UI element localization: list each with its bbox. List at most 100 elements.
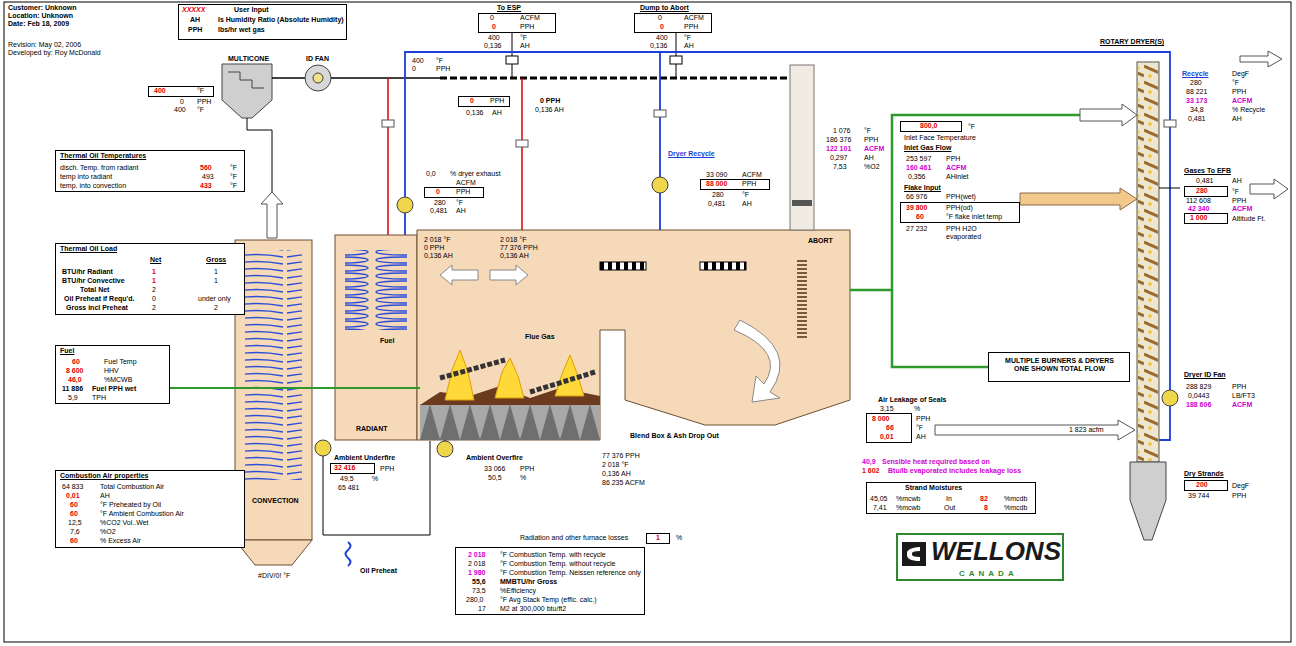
- label-text: ACFM: [1232, 401, 1252, 409]
- value-text: %mcwb: [896, 504, 921, 512]
- label-text: PPH: [1232, 383, 1246, 391]
- label-text: AH: [916, 433, 926, 441]
- label-text: °F: [916, 424, 923, 432]
- value-text: 2: [152, 286, 156, 294]
- value-text: %Efficiency: [500, 587, 536, 595]
- value-text: PPH: [188, 26, 202, 34]
- label-text: %: [676, 534, 682, 542]
- label-text: DegF: [1232, 482, 1249, 490]
- input-box: 280: [1184, 186, 1228, 197]
- label-text: Btu/lb evaporated includes leakage loss: [888, 467, 1021, 475]
- value-text: 66: [886, 424, 894, 432]
- value-text: °F Preheated by Oil: [100, 501, 161, 509]
- label-text: °F: [456, 199, 463, 207]
- label-text: °F: [520, 34, 527, 42]
- value-text: 64 833: [62, 483, 83, 491]
- label-text: 77 376 PPH: [602, 452, 640, 460]
- label-text: 77 376 PPH: [500, 244, 538, 252]
- value-text: ACFM: [684, 14, 704, 22]
- label-text: 0: [412, 65, 416, 73]
- label-text: Inlet Face Temperature: [904, 134, 976, 142]
- value-text: %CO2 Vol..Wet: [100, 519, 149, 527]
- label-text: PPH: [197, 98, 211, 106]
- label-text: 0,356: [908, 173, 926, 181]
- value-text: M2 at 300,000 btu/ft2: [500, 605, 566, 613]
- label-text: 33 066: [484, 465, 505, 473]
- value-text: 1 000: [1190, 214, 1208, 222]
- label-text: 280: [434, 199, 446, 207]
- label-text: MULTICONE: [228, 55, 269, 63]
- label-text: AH: [520, 42, 530, 50]
- value-text: %MCWB: [104, 376, 132, 384]
- value-text: %mcdb: [1004, 495, 1027, 503]
- value-text: °F Combustion Temp. Neissen reference on…: [500, 569, 641, 577]
- input-box: 39 800PPH(od)60°F flake inlet temp: [900, 202, 1020, 223]
- value-text: PPH: [490, 97, 504, 105]
- value-box: 0ACFM0PPH: [478, 13, 556, 33]
- value-text: Strand Moistures: [905, 484, 962, 492]
- value-text: 2 018: [468, 551, 486, 559]
- value-text: 2 018: [468, 560, 486, 568]
- label-text: AH: [492, 109, 502, 117]
- label-text: evaporated: [946, 233, 981, 241]
- label-text: PPH: [520, 465, 534, 473]
- value-text: Total Net: [80, 286, 109, 294]
- value-text: Total Combustion Air: [100, 483, 164, 491]
- value-text: Gross: [206, 256, 226, 264]
- label-text: ACFM: [1232, 97, 1252, 105]
- label-text: 50,5: [488, 474, 502, 482]
- label-text: Blend Box & Ash Drop Out: [630, 432, 719, 440]
- value-text: %O2: [100, 528, 116, 536]
- value-text: WELLONS: [931, 537, 1061, 565]
- value-text: 39 800: [906, 204, 927, 212]
- table-box: Combustion Air properties64 833Total Com…: [55, 470, 245, 548]
- label-text: AH: [1232, 115, 1242, 123]
- label-text: 86 235 ACFM: [602, 479, 645, 487]
- label-text: 3,15: [880, 405, 894, 413]
- label-text: Flue Gas: [525, 333, 555, 341]
- input-box: 1 000: [1184, 213, 1228, 224]
- label-text: CONVECTION: [252, 497, 299, 505]
- value-text: 200: [1196, 481, 1208, 489]
- label-text: ABORT: [808, 237, 833, 245]
- label-text: DegF: [1232, 70, 1249, 78]
- label-text: 0,481: [1188, 115, 1206, 123]
- label-text: °F: [1232, 79, 1239, 87]
- label-text: 0,481: [708, 200, 726, 208]
- label-text: ROTARY DRYER(S): [1100, 38, 1164, 46]
- value-text: °F: [197, 87, 204, 95]
- label-text: 188 606: [1186, 401, 1211, 409]
- value-text: MMBTU/hr Gross: [500, 578, 557, 586]
- table-box: Strand Moistures45,05%mcwbIn82%mcdb7,41%…: [866, 482, 1036, 514]
- label-text: 0 PPH: [424, 244, 444, 252]
- value-text: 88 000: [706, 180, 727, 188]
- input-box: 88 000PPH: [700, 179, 770, 190]
- label-text: 0,136: [650, 42, 668, 50]
- label-text: PPH: [1232, 197, 1246, 205]
- legend-box: XXXXXUser InputAHIs Humidity Ratio (Abso…: [178, 4, 347, 40]
- label-text: 0,136 AH: [602, 470, 631, 478]
- label-text: 112 608: [1186, 197, 1211, 205]
- value-text: BTU/hr Radiant: [62, 268, 113, 276]
- value-text: 2: [214, 304, 218, 312]
- label-text: ACFM: [742, 171, 762, 179]
- label-text: 0,136 AH: [424, 252, 453, 260]
- value-text: 60: [72, 358, 80, 366]
- value-text: °F Ambient Combustion Air: [100, 510, 184, 518]
- label-text: #DIV/0! °F: [258, 572, 290, 580]
- table-box: Thermal Oil LoadNetGrossBTU/hr Radiant11…: [55, 243, 245, 315]
- label-text: 2 018 °F: [424, 236, 451, 244]
- value-text: 0: [660, 23, 664, 31]
- label-text: 2 018 °F: [500, 236, 527, 244]
- label-text: RADIANT: [356, 425, 388, 433]
- value-text: Fuel Temp: [104, 358, 137, 366]
- value-text: 0,01: [66, 492, 80, 500]
- label-text: Sensible heat required based on: [882, 458, 990, 466]
- label-text: 1 076: [833, 127, 851, 135]
- input-box: 0PPH: [458, 96, 510, 107]
- label-text: Air Leakage of Seals: [878, 396, 946, 404]
- value-text: AH: [190, 16, 200, 24]
- value-text: PPH: [520, 23, 534, 31]
- value-text: 400: [154, 87, 166, 95]
